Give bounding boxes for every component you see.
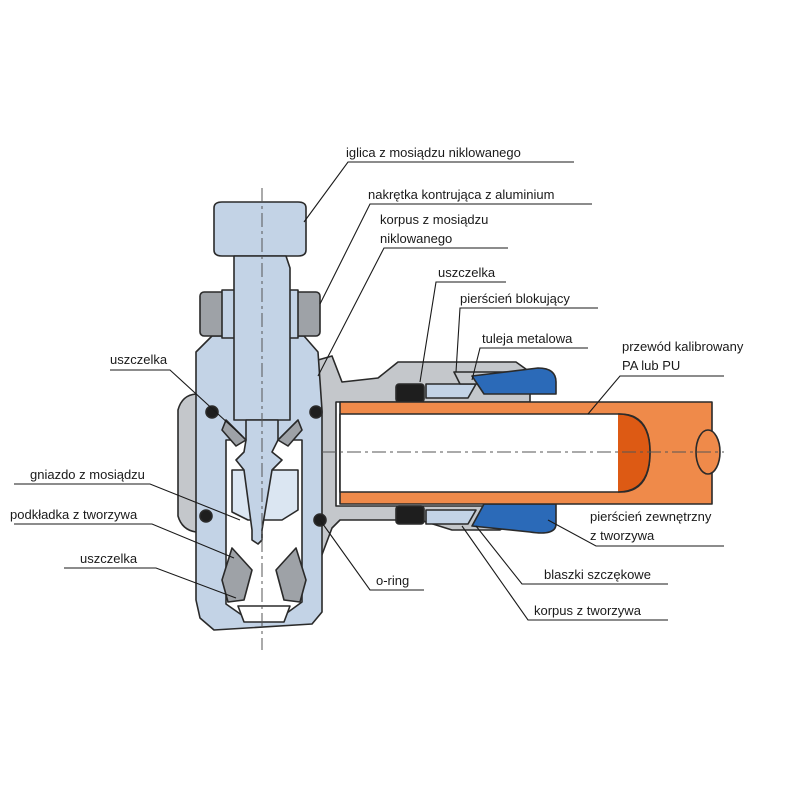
label-przewod-line2: PA lub PU xyxy=(622,358,680,373)
label-pierscien-zewn-line1: pierścień zewnętrzny xyxy=(590,509,712,524)
leader-lines xyxy=(14,161,724,621)
labels: iglica z mosiądzu niklowanego nakrętka k… xyxy=(10,145,744,618)
label-tuleja: tuleja metalowa xyxy=(482,331,573,346)
label-iglica: iglica z mosiądzu niklowanego xyxy=(346,145,521,160)
label-blaszki: blaszki szczękowe xyxy=(544,567,651,582)
label-oring: o-ring xyxy=(376,573,409,588)
label-pierscien-zewn-line2: z tworzywa xyxy=(590,528,655,543)
label-uszczelka-left: uszczelka xyxy=(110,352,168,367)
label-pierscien-blokujacy: pierścień blokujący xyxy=(460,291,570,306)
label-gniazdo: gniazdo z mosiądzu xyxy=(30,467,145,482)
label-uszczelka-top: uszczelka xyxy=(438,265,496,280)
label-korpus-mosiadz-line1: korpus z mosiądzu xyxy=(380,212,488,227)
outer-ring xyxy=(471,367,557,534)
label-korpus-mosiadz-line2: niklowanego xyxy=(380,231,452,246)
lower-seals xyxy=(199,509,327,623)
label-korpus-tworzywo: korpus z tworzywa xyxy=(534,603,642,618)
label-nakretka: nakrętka kontrująca z aluminium xyxy=(368,187,554,202)
upper-v-seals xyxy=(205,405,323,447)
label-podkladka: podkładka z tworzywa xyxy=(10,507,138,522)
label-uszczelka-bottom: uszczelka xyxy=(80,551,138,566)
center-lines xyxy=(261,188,724,650)
label-przewod-line1: przewód kalibrowany xyxy=(622,339,744,354)
calibrated-tube xyxy=(339,401,721,505)
